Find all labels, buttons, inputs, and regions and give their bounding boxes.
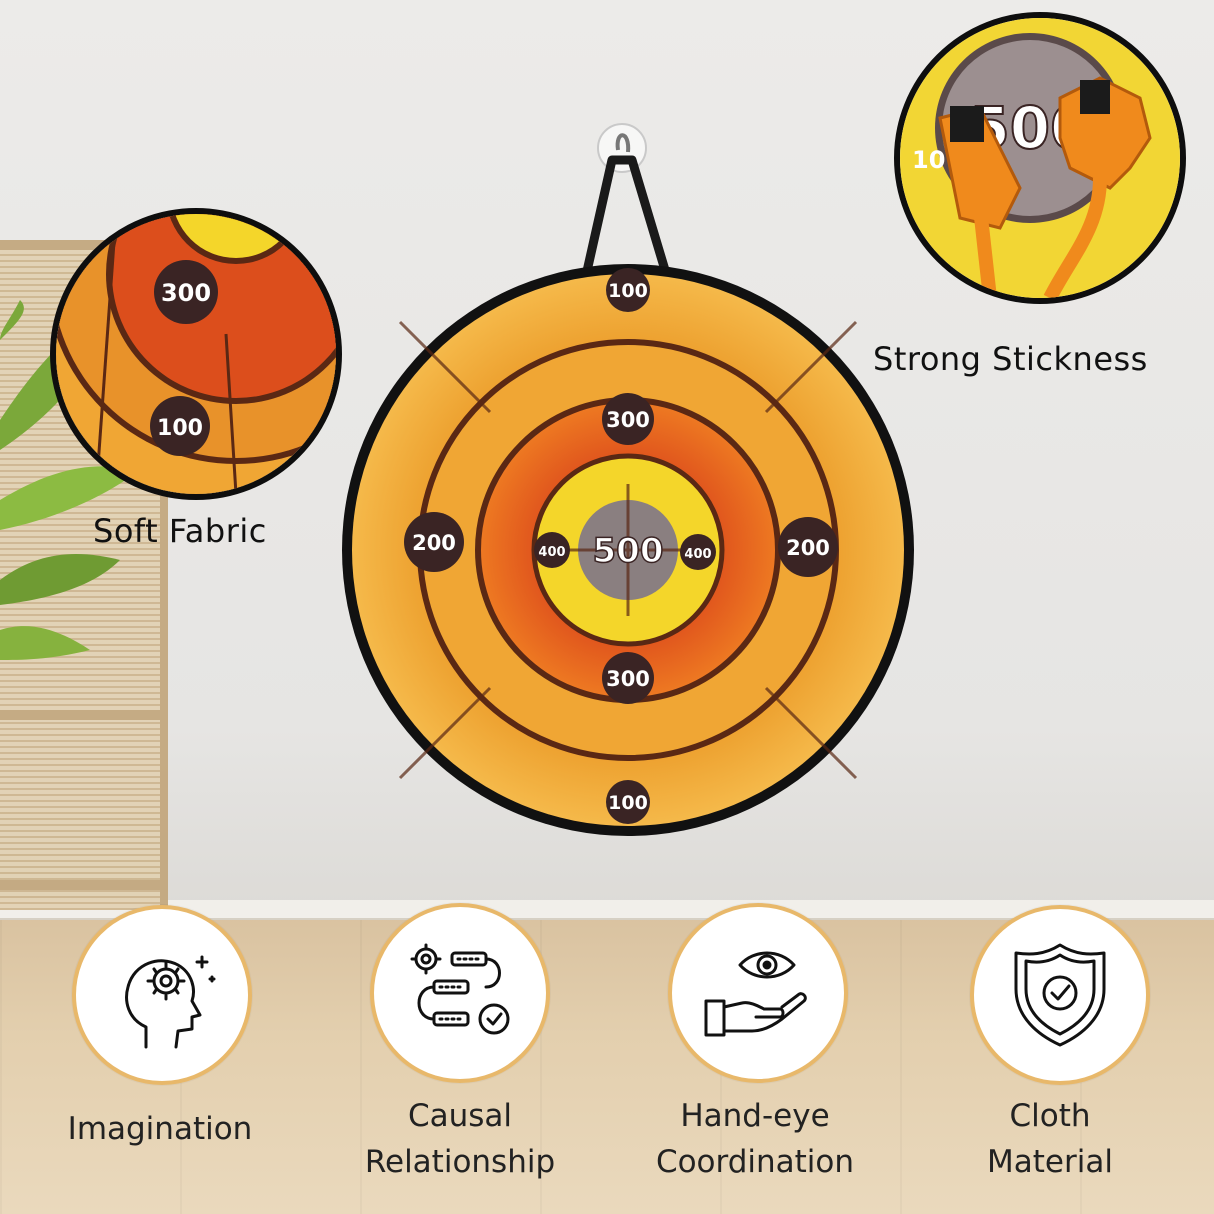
svg-text:300: 300 [606,408,650,432]
strong-stickness-caption: Strong Stickness [873,340,1148,378]
target-mid-top-badge: 300 [602,393,654,445]
svg-text:100: 100 [157,416,203,441]
feature-imagination-label: Imagination [67,1111,253,1147]
feature-causal-relationship-label: Causal Relationship [364,1098,556,1180]
feature-cloth-material-label: Cloth Material [987,1098,1113,1180]
foam-dart-left [938,106,1022,230]
svg-text:500: 500 [593,531,664,571]
feature-cloth-material [970,905,1150,1085]
zoom-soft-fabric: 300 100 [50,208,342,500]
svg-text:400: 400 [684,547,711,562]
dart-target-board: 100 100 300 300 200 200 400 400 [342,264,914,836]
feature-imagination [72,905,252,1085]
target-outer-left-badge: 200 [404,512,464,572]
svg-text:200: 200 [412,531,456,555]
target-mid-bottom-badge: 300 [602,652,654,704]
svg-text:100: 100 [608,280,648,302]
soft-fabric-caption: Soft Fabric [93,512,267,550]
svg-text:300: 300 [606,667,650,691]
feature-hand-eye-coordination-label: Hand-eye Coordination [655,1098,855,1180]
head-idea-icon [125,955,216,1049]
zoom-strong-stickness: 500 10 [894,12,1186,304]
target-rim-top-badge: 100 [606,268,650,312]
svg-text:400: 400 [538,545,565,560]
target-rim-bottom-badge: 100 [606,780,650,824]
target-outer-right-badge: 200 [778,517,838,577]
target-inner-right-badge: 400 [680,534,716,570]
foam-dart-right [1043,76,1152,298]
svg-text:100: 100 [608,792,648,814]
process-flow-icon [410,943,510,1035]
zoom-fabric-100-badge: 100 [150,396,210,456]
svg-text:300: 300 [161,279,211,307]
hand-eye-icon [704,951,807,1037]
feature-hand-eye-coordination [668,903,848,1083]
svg-text:200: 200 [786,536,830,560]
target-inner-left-badge: 400 [534,532,570,568]
svg-text:10: 10 [912,146,945,174]
suction-hanger [580,123,673,282]
zoom-fabric-300-badge: 300 [154,260,218,324]
feature-causal-relationship [370,903,550,1083]
baseboard [0,900,1214,920]
shield-check-icon [1014,943,1106,1047]
target-bullseye-label: 500 [592,530,664,572]
